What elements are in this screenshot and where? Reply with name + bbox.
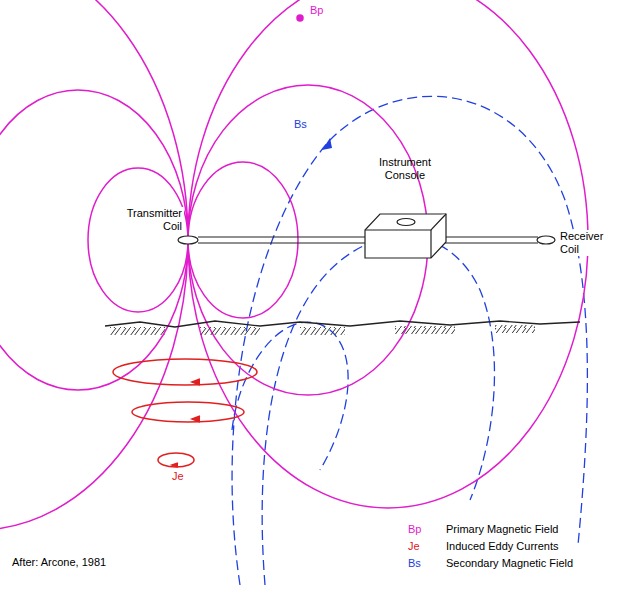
coil-label: Transmitter Coil: [118, 207, 184, 233]
field-label: Bs: [292, 118, 309, 131]
legend-text: Primary Magnetic Field: [446, 523, 558, 535]
legend-row: Bp Primary Magnetic Field: [408, 522, 558, 536]
instrument-console: Instrument Console: [360, 156, 450, 260]
current-label: Je: [170, 470, 186, 483]
console-label: Instrument Console: [360, 156, 450, 182]
console-box: [360, 190, 450, 260]
legend-row: Je Induced Eddy Currents: [408, 539, 559, 553]
legend-symbol: Bs: [408, 557, 421, 569]
legend-swatch: Bs: [408, 556, 446, 570]
secondary-field-lines: [232, 96, 587, 585]
legend-symbol: Bp: [408, 523, 421, 535]
coil-label: Receiver Coil: [558, 230, 624, 256]
primary-field-lines: [0, 0, 588, 530]
legend-symbol: Je: [408, 540, 420, 552]
legend-swatch: Je: [408, 539, 446, 553]
legend-text: Secondary Magnetic Field: [446, 557, 573, 569]
legend-row: Bs Secondary Magnetic Field: [408, 556, 573, 570]
ground-surface: [105, 321, 580, 335]
source-note: After: Arcone, 1981: [12, 556, 106, 569]
eddy-current-loops: [113, 359, 257, 467]
legend-swatch: Bp: [408, 522, 446, 536]
field-label: Bp: [308, 4, 325, 17]
legend-text: Induced Eddy Currents: [446, 540, 559, 552]
